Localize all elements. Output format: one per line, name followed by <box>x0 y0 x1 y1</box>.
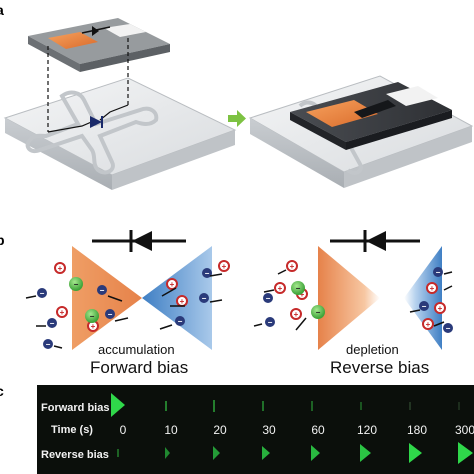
time-axis-label: Time (s) <box>51 424 93 436</box>
particle-icon: − <box>291 281 305 295</box>
svg-text:+: + <box>290 262 295 271</box>
cation-icon: + <box>56 306 68 318</box>
junction-diode-icon <box>90 116 103 128</box>
right-assembled-device <box>248 75 474 188</box>
panel-b-letter: b <box>0 232 5 248</box>
anion-icon: − <box>97 285 107 295</box>
time-tick: 120 <box>356 423 378 437</box>
left-glass-slide <box>3 77 237 190</box>
particle-icon: − <box>85 309 99 323</box>
time-tick: 60 <box>311 423 325 437</box>
svg-text:−: − <box>108 310 113 319</box>
anion-icon: − <box>263 293 273 303</box>
svg-text:+: + <box>180 297 185 306</box>
svg-text:−: − <box>446 324 451 333</box>
forward-bias-row-label: Forward bias <box>41 402 110 414</box>
svg-text:−: − <box>40 289 45 298</box>
anion-icon: − <box>47 318 57 328</box>
svg-text:−: − <box>50 319 55 328</box>
reverse-frames <box>117 442 473 464</box>
anion-icon: − <box>265 317 275 327</box>
panel-c-letter: c <box>0 383 4 399</box>
cation-icon: + <box>286 260 298 272</box>
time-tick: 180 <box>406 423 428 437</box>
svg-text:−: − <box>46 340 51 349</box>
svg-text:−: − <box>296 284 301 293</box>
anion-icon: − <box>43 339 53 349</box>
cation-icon: + <box>54 262 66 274</box>
anion-icon: − <box>419 301 429 311</box>
particle-icon: − <box>311 305 325 319</box>
time-tick: 30 <box>262 423 276 437</box>
svg-text:−: − <box>422 302 427 311</box>
reverse-diode-icon <box>330 230 420 252</box>
cation-icon: + <box>176 295 188 307</box>
time-tick: 10 <box>164 423 178 437</box>
anion-icon: − <box>199 293 209 303</box>
svg-text:−: − <box>268 318 273 327</box>
timelapse-strip: Forward bias Time (s) Reverse bias 0 10 … <box>37 385 474 474</box>
cation-icon: + <box>434 302 446 314</box>
svg-text:+: + <box>222 262 227 271</box>
device-schematic <box>3 18 474 190</box>
svg-text:−: − <box>266 294 271 303</box>
anion-icon: − <box>37 288 47 298</box>
reverse-junction <box>318 246 442 350</box>
svg-text:−: − <box>100 286 105 295</box>
svg-text:+: + <box>438 304 443 313</box>
particle-icon: − <box>69 277 83 291</box>
forward-bias-title: Forward bias <box>90 358 189 377</box>
depletion-caption: depletion <box>346 342 399 357</box>
forward-ions: − − − − − − − − + + + + + + − − <box>25 260 230 349</box>
svg-text:+: + <box>430 284 435 293</box>
bias-schematic: − − − − − − − − + + + + + + − − + + + + … <box>25 230 453 350</box>
svg-text:+: + <box>60 308 65 317</box>
svg-text:−: − <box>436 268 441 277</box>
anion-icon: − <box>175 316 185 326</box>
anion-icon: − <box>443 323 453 333</box>
process-arrow <box>228 110 246 127</box>
svg-text:+: + <box>278 284 283 293</box>
cation-icon: + <box>218 260 230 272</box>
anion-icon: − <box>433 267 443 277</box>
cation-icon: + <box>290 308 302 320</box>
cation-icon: + <box>422 318 434 330</box>
svg-text:+: + <box>91 322 96 331</box>
svg-text:−: − <box>205 269 210 278</box>
time-tick: 0 <box>119 423 127 437</box>
svg-text:−: − <box>74 280 79 289</box>
cation-icon: + <box>274 282 286 294</box>
svg-text:−: − <box>316 308 321 317</box>
reverse-ions: + + + + + + + − − − − − − − <box>253 260 453 333</box>
reverse-bias-title: Reverse bias <box>330 358 430 377</box>
svg-text:+: + <box>170 280 175 289</box>
forward-frames <box>111 393 460 417</box>
svg-text:+: + <box>426 320 431 329</box>
anion-icon: − <box>105 309 115 319</box>
svg-text:−: − <box>90 312 95 321</box>
time-tick: 20 <box>213 423 227 437</box>
accumulation-caption: accumulation <box>98 342 175 357</box>
svg-text:+: + <box>294 310 299 319</box>
reverse-bias-row-label: Reverse bias <box>41 449 109 461</box>
svg-text:+: + <box>58 264 63 273</box>
forward-diode-icon <box>92 230 186 252</box>
forward-junction <box>72 246 212 350</box>
svg-text:+: + <box>300 290 305 299</box>
top-chip <box>28 18 170 72</box>
svg-text:−: − <box>202 294 207 303</box>
svg-text:−: − <box>178 317 183 326</box>
cation-icon: + <box>426 282 438 294</box>
panel-a-letter: a <box>0 2 4 18</box>
time-tick: 300 <box>454 423 474 437</box>
anion-icon: − <box>202 268 212 278</box>
timelapse-frames <box>111 393 473 464</box>
cation-icon: + <box>166 278 178 290</box>
